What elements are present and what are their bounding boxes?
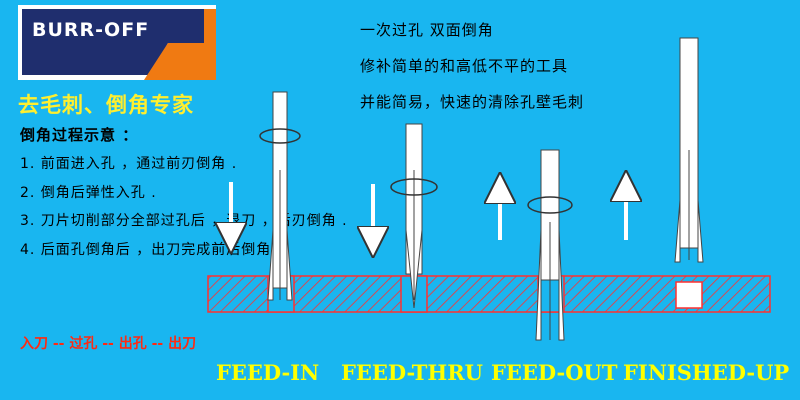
- step-4: 4. 后面孔倒角后 ，出刀完成前后倒角 .: [20, 242, 283, 258]
- brand-logo: BURR-OFF: [18, 5, 216, 80]
- slogan: 去毛刺、倒角专家: [18, 93, 194, 117]
- tool-finished-up: [674, 37, 704, 263]
- steps-title: 倒角过程示意 ：: [20, 126, 139, 144]
- feature-line-1: 一次过孔 双面倒角: [360, 21, 494, 39]
- tool-feed-thru: [390, 123, 438, 309]
- stage-label-finished-up: FINISHED-UP: [623, 360, 790, 385]
- process-sequence: 入刀 -- 过孔 -- 出孔 -- 出刀: [20, 336, 197, 352]
- stage-label-feed-thru: FEED-THRU: [341, 360, 483, 385]
- workpiece-plate: [207, 275, 771, 313]
- step-2: 2. 倒角后弹性入孔 .: [20, 185, 157, 201]
- hole-1: [267, 275, 295, 313]
- feature-line-3: 并能简易，快速的清除孔壁毛刺: [360, 93, 585, 111]
- logo-text: BURR-OFF: [32, 19, 150, 41]
- step-3: 3. 刀片切削部分全部过孔后 ，退刀 ，后刃倒角 .: [20, 213, 348, 229]
- logo-graphic: [22, 9, 216, 80]
- feature-line-2: 修补简单的和高低不平的工具: [360, 57, 569, 75]
- hole-3: [537, 275, 565, 313]
- stage-label-feed-out: FEED-OUT: [491, 360, 618, 385]
- tool-feed-out: [527, 149, 573, 341]
- hole-2: [400, 275, 428, 313]
- tool-feed-in: [259, 91, 301, 301]
- step-1: 1. 前面进入孔 ，通过前刃倒角 .: [20, 156, 238, 172]
- stage-label-feed-in: FEED-IN: [216, 360, 320, 385]
- hole-4-finished: [675, 281, 703, 309]
